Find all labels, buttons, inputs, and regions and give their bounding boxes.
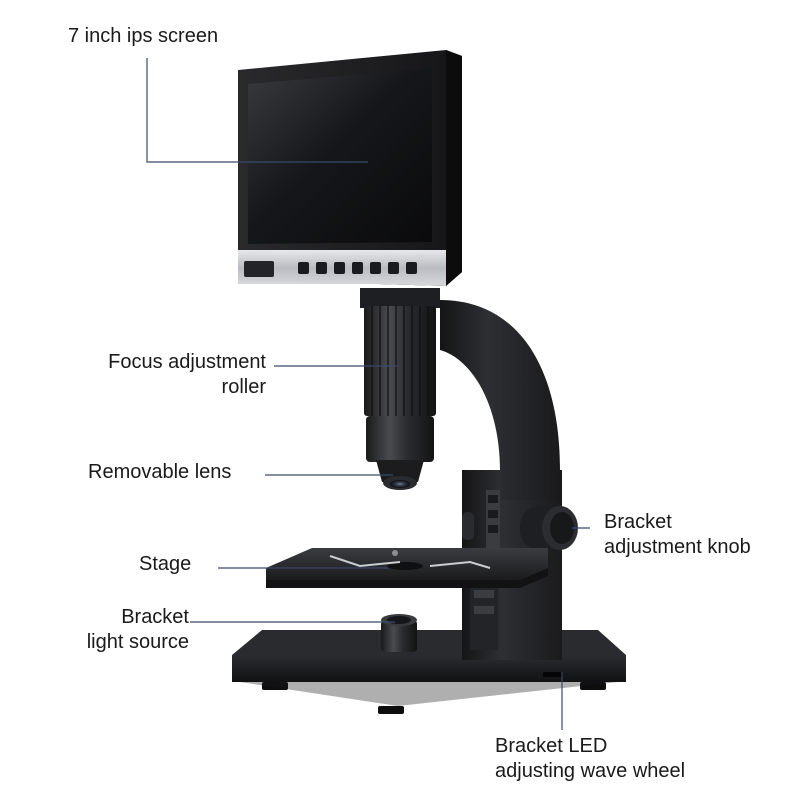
leader-lines [146, 58, 590, 730]
stage [266, 548, 548, 588]
bottom-light-source [381, 614, 417, 652]
bracket-adjustment-knob[interactable] [520, 506, 578, 550]
support-arm [440, 300, 560, 500]
removable-lens[interactable] [376, 460, 424, 490]
monitor-buttons[interactable] [298, 262, 417, 274]
label-removable-lens: Removable lens [88, 461, 232, 483]
label-focus-roller: Focus adjustment roller [108, 351, 266, 398]
label-light-source: Bracket light source [86, 606, 189, 653]
focus-adjustment-roller[interactable] [360, 288, 440, 462]
microscope-base [232, 630, 626, 714]
led-wave-wheel[interactable] [543, 672, 563, 677]
label-stage: Stage [139, 553, 192, 575]
label-led-wheel: Bracket LED adjusting wave wheel [495, 735, 686, 782]
ips-screen-monitor [238, 50, 462, 286]
label-bracket-knob: Bracket adjustment knob [604, 511, 751, 558]
label-screen: 7 inch ips screen [68, 25, 219, 47]
